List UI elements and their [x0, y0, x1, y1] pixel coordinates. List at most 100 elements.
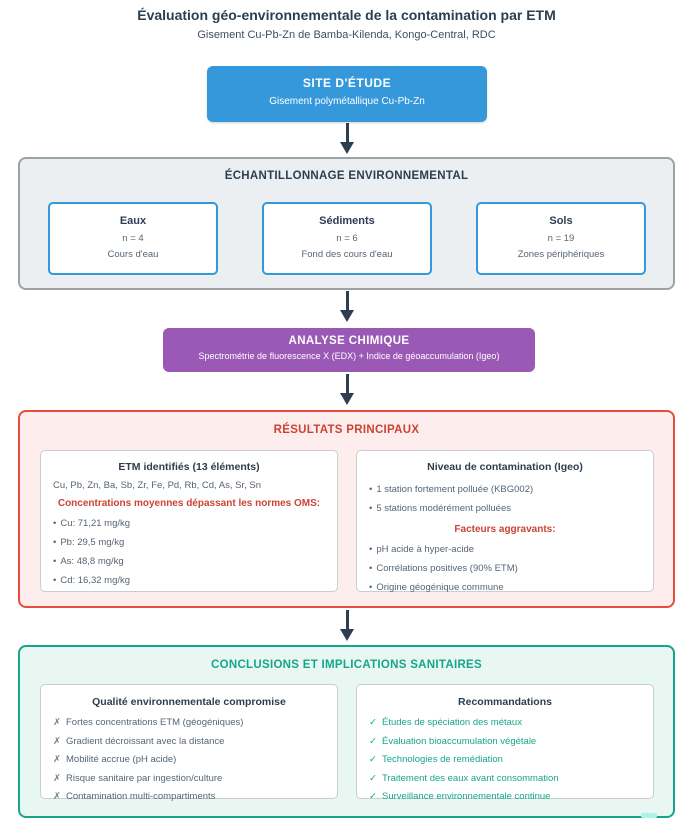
quality-item: Contamination multi-compartiments — [66, 791, 216, 803]
bullet-icon: • — [369, 503, 373, 514]
page-title: Évaluation géo-environnementale de la co… — [137, 7, 556, 23]
sampling-title: ÉCHANTILLONNAGE ENVIRONNEMENTAL — [224, 170, 469, 182]
flow-arrow-down-icon — [340, 291, 354, 322]
list-item: •As: 48,8 mg/kg — [53, 552, 325, 571]
igeo-card: Niveau de contamination (Igeo) •1 statio… — [356, 450, 654, 593]
bullet-icon: • — [369, 582, 373, 593]
bullet-icon: • — [369, 563, 373, 574]
list-item: ✓ Évaluation bioaccumulation végétale — [369, 733, 641, 752]
sample-desc: Zones périphériques — [517, 249, 605, 260]
list-item: ✗ Risque sanitaire par ingestion/culture — [53, 770, 325, 789]
results-cards-row: ETM identifiés (13 éléments) Cu, Pb, Zn,… — [40, 450, 654, 593]
factor-item: pH acide à hyper-acide — [376, 544, 475, 555]
recommendations-card: Recommandations ✓ Études de spéciation de… — [356, 684, 654, 802]
check-icon: ✓ — [369, 754, 377, 766]
sample-label: Sédiments — [319, 215, 375, 227]
flow-arrow-down-icon — [340, 374, 354, 405]
quality-item: Mobilité accrue (pH acide) — [66, 754, 177, 766]
site-subtitle: Gisement polymétallique Cu-Pb-Zn — [269, 96, 425, 107]
etm-item: As: 48,8 mg/kg — [60, 556, 124, 567]
sampling-section: ÉCHANTILLONNAGE ENVIRONNEMENTAL Eaux n =… — [18, 157, 675, 290]
list-item: •Origine géogénique commune — [369, 578, 641, 597]
check-icon: ✓ — [369, 735, 377, 747]
cross-icon: ✗ — [53, 772, 61, 784]
list-item: ✗ Mobilité accrue (pH acide) — [53, 751, 325, 770]
list-item: ✗ Gradient décroissant avec la distance — [53, 733, 325, 752]
sample-card-sediments: Sédiments n = 6 Fond des cours d'eau — [262, 202, 432, 275]
sampling-cards-row: Eaux n = 4 Cours d'eau Sédiments n = 6 F… — [48, 202, 646, 275]
sample-card-sols: Sols n = 19 Zones périphériques — [476, 202, 646, 275]
igeo-highlight: Facteurs aggravants: — [454, 524, 556, 535]
list-item: •Pb: 29,5 mg/kg — [53, 533, 325, 552]
sample-count: n = 4 — [122, 233, 144, 244]
list-item: ✗ Fortes concentrations ETM (géogéniques) — [53, 714, 325, 733]
etm-item: Pb: 29,5 mg/kg — [60, 537, 125, 548]
quality-card: Qualité environnementale compromise ✗ For… — [40, 684, 338, 802]
bullet-icon: • — [53, 518, 57, 529]
bullet-icon: • — [53, 556, 57, 567]
igeo-item: 1 station fortement polluée (KBG002) — [376, 484, 534, 495]
page-subtitle: Gisement Cu-Pb-Zn de Bamba-Kilenda, Kong… — [197, 29, 496, 41]
bullet-icon: • — [53, 575, 57, 586]
recommendation-item: Surveillance environnementale continue — [382, 791, 551, 803]
sample-card-eaux: Eaux n = 4 Cours d'eau — [48, 202, 218, 275]
analysis-box: ANALYSE CHIMIQUE Spectrométrie de fluore… — [163, 328, 535, 372]
cross-icon: ✗ — [53, 717, 61, 728]
list-item: •5 stations modérément polluées — [369, 499, 641, 518]
etm-item: Cd: 16,32 mg/kg — [60, 575, 131, 586]
sample-label: Sols — [549, 215, 573, 227]
list-item: ✓ Technologies de remédiation — [369, 751, 641, 770]
recommendations-card-title: Recommandations — [458, 696, 552, 708]
check-icon: ✓ — [369, 717, 377, 728]
cross-icon: ✗ — [53, 735, 61, 747]
cross-icon: ✗ — [53, 754, 61, 766]
list-item: •pH acide à hyper-acide — [369, 540, 641, 559]
list-item: •Cu: 71,21 mg/kg — [53, 514, 325, 533]
list-item: •Corrélations positives (90% ETM) — [369, 559, 641, 578]
analysis-title: ANALYSE CHIMIQUE — [288, 335, 410, 347]
analysis-subtitle: Spectrométrie de fluorescence X (EDX) + … — [198, 351, 500, 361]
site-box: SITE D'ÉTUDE Gisement polymétallique Cu-… — [207, 66, 487, 122]
list-item: •1 station fortement polluée (KBG002) — [369, 480, 641, 499]
conclusions-title: CONCLUSIONS ET IMPLICATIONS SANITAIRES — [210, 659, 482, 671]
etm-card-title: ETM identifiés (13 éléments) — [118, 461, 260, 473]
quality-item: Fortes concentrations ETM (géogéniques) — [66, 717, 244, 728]
factor-item: Origine géogénique commune — [376, 582, 504, 593]
bullet-icon: • — [53, 537, 57, 548]
flow-arrow-down-icon — [340, 123, 354, 154]
recommendation-item: Technologies de remédiation — [382, 754, 503, 766]
border-highlight-tick — [641, 813, 657, 818]
list-item: ✓Traitement des eaux avant consommation — [369, 770, 641, 789]
bullet-icon: • — [369, 484, 373, 495]
sample-desc: Cours d'eau — [107, 249, 159, 260]
igeo-item: 5 stations modérément polluées — [376, 503, 511, 514]
sample-label: Eaux — [119, 215, 147, 227]
sample-count: n = 6 — [336, 233, 358, 244]
etm-item: Cu: 71,21 mg/kg — [60, 518, 131, 529]
list-item: •Cd: 16,32 mg/kg — [53, 571, 325, 590]
quality-item: Gradient décroissant avec la distance — [66, 735, 225, 747]
quality-item: Risque sanitaire par ingestion/culture — [66, 772, 223, 784]
conclusions-section: CONCLUSIONS ET IMPLICATIONS SANITAIRES Q… — [18, 645, 675, 818]
sample-desc: Fond des cours d'eau — [301, 249, 393, 260]
flow-arrow-down-icon — [340, 610, 354, 641]
check-icon: ✓ — [369, 772, 377, 784]
results-title: RÉSULTATS PRINCIPAUX — [273, 424, 420, 436]
etm-elements: Cu, Pb, Zn, Ba, Sb, Zr, Fe, Pd, Rb, Cd, … — [53, 480, 262, 491]
etm-highlight: Concentrations moyennes dépassant les no… — [57, 498, 321, 509]
igeo-card-title: Niveau de contamination (Igeo) — [427, 461, 583, 473]
recommendation-item: Évaluation bioaccumulation végétale — [382, 735, 537, 747]
results-section: RÉSULTATS PRINCIPAUX ETM identifiés (13 … — [18, 410, 675, 608]
check-icon: ✓ — [369, 791, 377, 803]
etm-card: ETM identifiés (13 éléments) Cu, Pb, Zn,… — [40, 450, 338, 592]
list-item: ✓ Surveillance environnementale continue — [369, 788, 641, 807]
quality-card-title: Qualité environnementale compromise — [92, 696, 286, 708]
cross-icon: ✗ — [53, 791, 61, 803]
conclusions-cards-row: Qualité environnementale compromise ✗ For… — [40, 684, 654, 802]
site-title: SITE D'ÉTUDE — [302, 76, 392, 90]
bullet-icon: • — [369, 544, 373, 555]
sample-count: n = 19 — [547, 233, 575, 244]
list-item: ✓ Études de spéciation des métaux — [369, 714, 641, 733]
recommendation-item: Études de spéciation des métaux — [382, 717, 522, 728]
list-item: ✗ Contamination multi-compartiments — [53, 788, 325, 807]
